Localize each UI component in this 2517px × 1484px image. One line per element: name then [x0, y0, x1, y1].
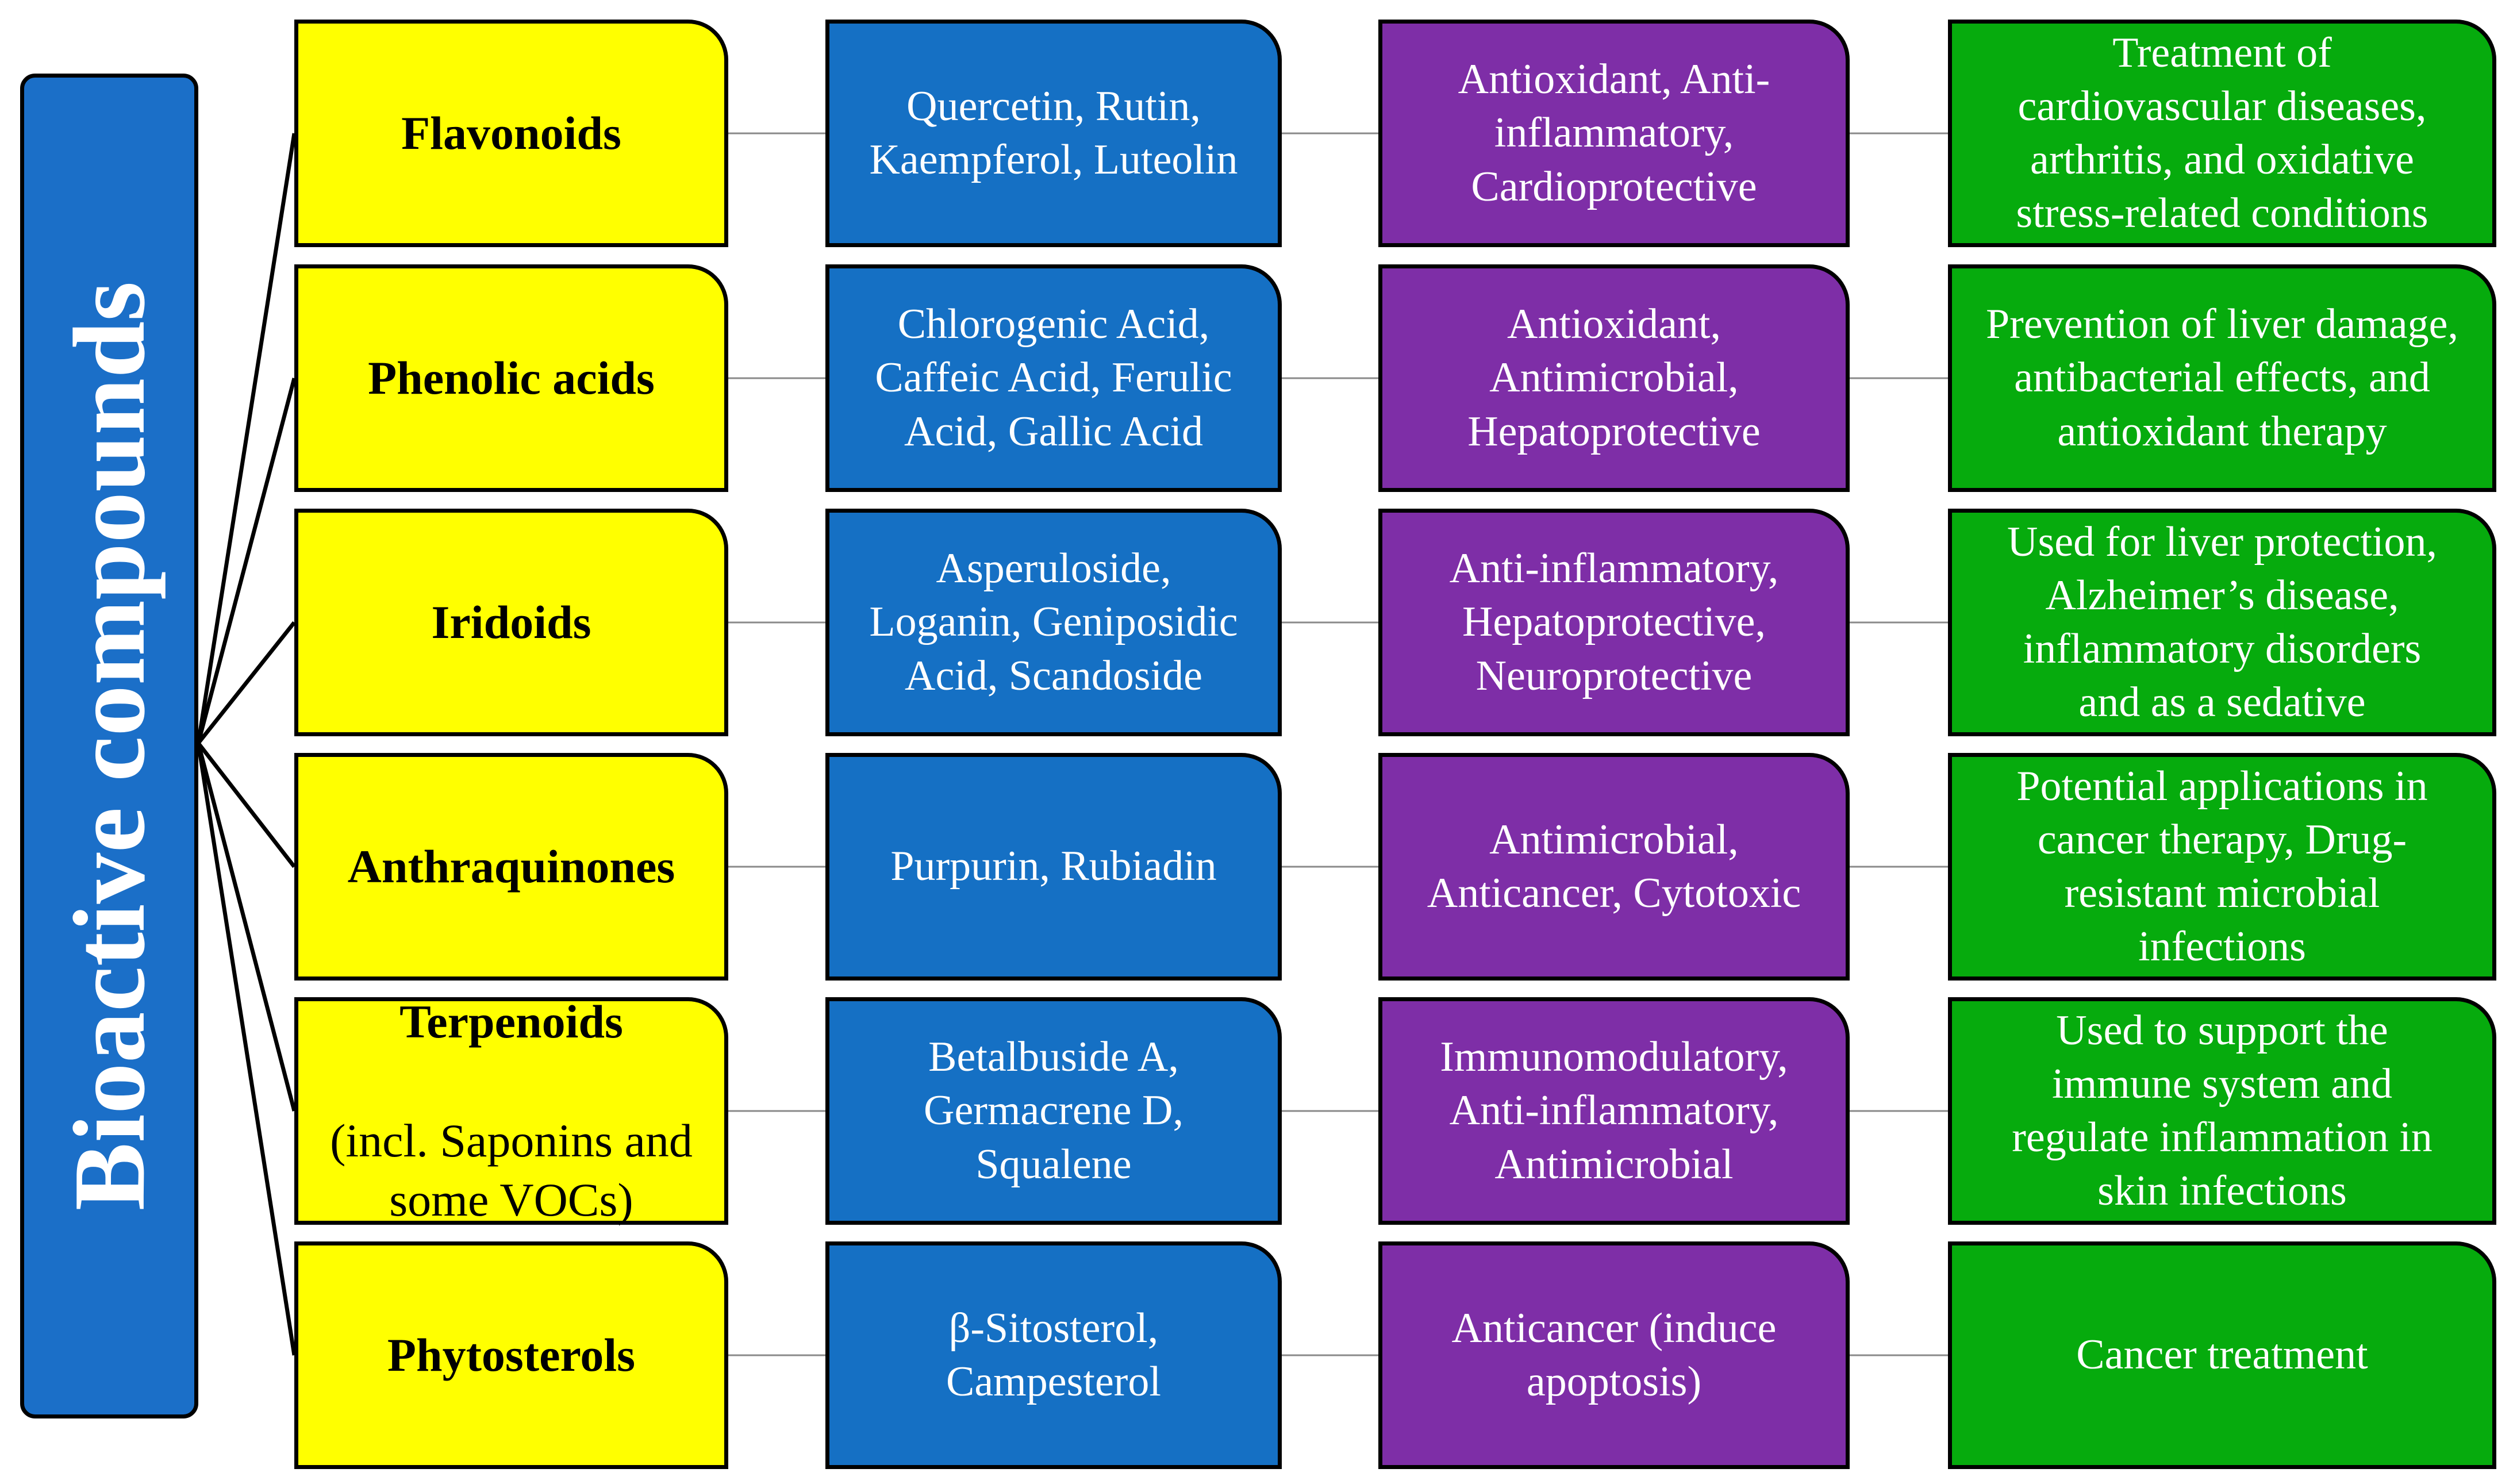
category-node-terpenoids: Terpenoids (incl. Saponins and some VOCs…: [294, 995, 728, 1226]
root-to-category-connector: [196, 743, 297, 1112]
category-label: Flavonoids: [401, 107, 621, 160]
root-label: Bioactive compounds: [52, 281, 166, 1211]
compounds-node-terpenoids: Betalbuside A, Germacrene D, Squalene: [825, 997, 1282, 1225]
compounds-node-anthraquinones: Purpurin, Rubiadin: [825, 753, 1282, 981]
activities-node-phytosterols: Anticancer (induce apoptosis): [1378, 1241, 1850, 1469]
category-node-phytosterols: Phytosterols: [294, 1241, 728, 1469]
category-sublabel: (incl. Saponins and some VOCs): [330, 1114, 693, 1227]
compounds-node-phytosterols: β-Sitosterol, Campesterol: [825, 1241, 1282, 1469]
applications-node-phenolic-acids: Prevention of liver damage, antibacteria…: [1948, 264, 2496, 492]
category-label: Phenolic acids: [368, 352, 655, 405]
category-label: Iridoids: [431, 596, 591, 649]
compounds-node-iridoids: Asperuloside, Loganin, Geniposidic Acid,…: [825, 509, 1282, 736]
root-to-category-connector: [197, 621, 296, 745]
root-to-category-connector: [197, 741, 296, 868]
activities-node-terpenoids: Immunomodulatory, Anti-inflammatory, Ant…: [1378, 997, 1850, 1225]
compounds-node-phenolic-acids: Chlorogenic Acid, Caffeic Acid, Ferulic …: [825, 264, 1282, 492]
root-to-category-connector: [196, 743, 297, 1356]
applications-node-iridoids: Used for liver protection, Alzheimer’s d…: [1948, 509, 2496, 736]
activities-node-iridoids: Anti-inflammatory, Hepatoprotective, Neu…: [1378, 509, 1850, 736]
applications-node-phytosterols: Cancer treatment: [1948, 1241, 2496, 1469]
activities-node-flavonoids: Antioxidant, Anti- inflammatory, Cardiop…: [1378, 20, 1850, 247]
applications-node-terpenoids: Used to support the immune system and re…: [1948, 997, 2496, 1225]
root-to-category-connector: [196, 133, 297, 744]
category-node-anthraquinones: Anthraquinones: [294, 753, 728, 981]
category-node-iridoids: Iridoids: [294, 509, 728, 736]
activities-node-phenolic-acids: Antioxidant, Antimicrobial, Hepatoprotec…: [1378, 264, 1850, 492]
activities-node-anthraquinones: Antimicrobial, Anticancer, Cytotoxic: [1378, 753, 1850, 981]
category-node-phenolic-acids: Phenolic acids: [294, 264, 728, 492]
compounds-node-flavonoids: Quercetin, Rutin, Kaempferol, Luteolin: [825, 20, 1282, 247]
category-label: Anthraquinones: [347, 840, 675, 893]
category-node-flavonoids: Flavonoids: [294, 20, 728, 247]
applications-node-anthraquinones: Potential applications in cancer therapy…: [1948, 753, 2496, 981]
root-node: Bioactive compounds: [20, 74, 198, 1418]
root-to-category-connector: [196, 378, 297, 744]
category-label: Phytosterols: [387, 1329, 636, 1382]
category-label: Terpenoids: [399, 995, 623, 1048]
applications-node-flavonoids: Treatment of cardiovascular diseases, ar…: [1948, 20, 2496, 247]
